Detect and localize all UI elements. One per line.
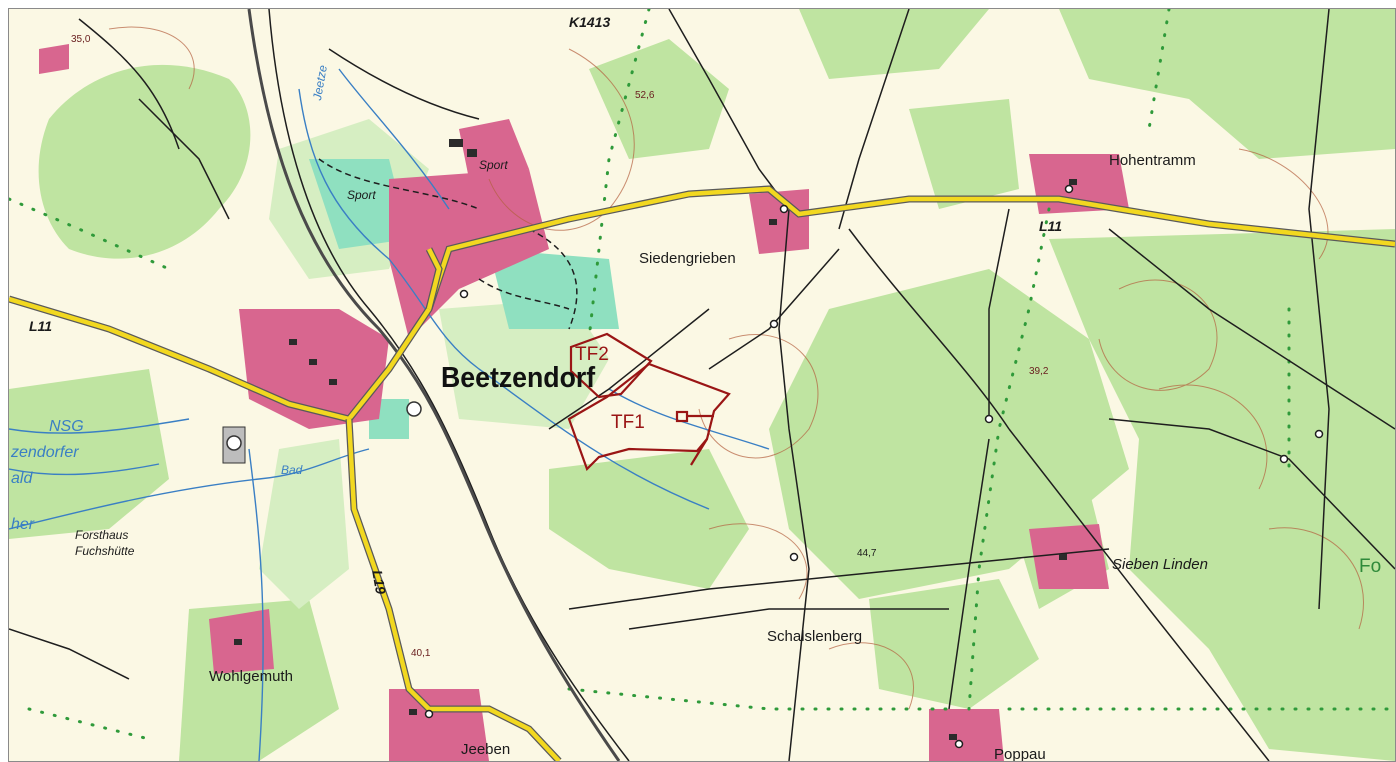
feature-label-sport-north: Sport [479,158,508,172]
road-label-k1413: K1413 [569,14,611,30]
place-label-sieben-linden: Sieben Linden [1112,556,1208,573]
meadow-south-river [259,439,349,609]
road-l19 [346,418,561,761]
road-label-l19: L19 [369,568,390,596]
place-label-jeeben: Jeeben [461,741,511,758]
place-label-schalslenberg: Schalslenberg [767,628,863,645]
feature-label-reserve-name-1: zendorfer [11,444,79,461]
park-1 [309,159,409,249]
feature-label-bad: Bad [281,463,303,477]
road-nodes [424,184,1324,749]
water-courses [9,68,770,761]
feature-label-sport-west: Sport [347,188,376,202]
place-label-siedengrieben: Siedengrieben [639,250,736,267]
forest-ne-top [1059,9,1395,159]
feature-label-reserve-name-3: her [11,516,35,533]
feature-label-nsg: NSG [49,418,84,435]
study-area-label-tf1: TF1 [611,412,645,433]
place-label-beetzendorf: Beetzendorf [441,362,596,394]
elevation-label-44: 44,7 [857,548,877,559]
forest-north-right [799,9,989,79]
elevation-label-39: 39,2 [1029,366,1049,377]
tf1-building [675,410,689,423]
dashed-paths [318,158,578,330]
place-label-fuchshuette: Fuchshütte [75,544,135,558]
place-label-hohentramm: Hohentramm [1109,152,1196,169]
road-l11 [9,186,1395,422]
park-areas [309,159,619,439]
settlement-siedengrieben [749,189,809,254]
forest-east-top [909,99,1019,209]
study-areas [567,332,731,472]
minor-roads [9,9,1395,761]
park-2 [489,249,619,329]
elevation-label-52: 52,6 [635,90,655,101]
railway [247,9,621,761]
forest-south-mid [869,579,1039,709]
settlement-nw [39,44,69,74]
meadow-mid [439,299,609,429]
road-label-l11-west: L11 [29,318,53,334]
map-canvas [9,9,1395,761]
tf2-polygon [569,332,653,399]
place-label-wohlgemuth: Wohlgemuth [209,668,293,685]
settlement-sport-north [459,119,529,179]
waterworks-symbol [406,401,422,417]
study-area-label-tf2: TF2 [575,344,609,365]
main-roads [9,185,1395,761]
forest-north-center [589,39,729,159]
elevation-label-40: 40,1 [411,648,431,659]
forest-west-strip [9,369,169,539]
feature-label-reserve-name-2: ald [11,470,33,487]
elevation-label-35: 35,0 [71,34,91,45]
tree-rows [9,9,1395,741]
contour-lines [108,26,1364,710]
place-label-forsthaus: Forsthaus [75,528,129,542]
power-station-symbol [222,426,246,464]
forest-areas [9,9,1395,761]
place-label-poppau: Poppau [994,746,1046,762]
settlement-sieben-linden [1029,524,1109,589]
forest-central-south [549,449,749,589]
forest-east-large [1049,229,1395,761]
forest-nw [38,64,251,259]
settlement-poppau [929,709,1004,761]
buildings [234,139,1077,740]
road-label-l11-east: L11 [1039,218,1063,234]
road-sport-link [426,247,442,310]
feature-label-forest-edge: Fo [1359,556,1382,577]
topographic-map[interactable]: Beetzendorf Hohentramm Siedengrieben Sie… [8,8,1396,762]
